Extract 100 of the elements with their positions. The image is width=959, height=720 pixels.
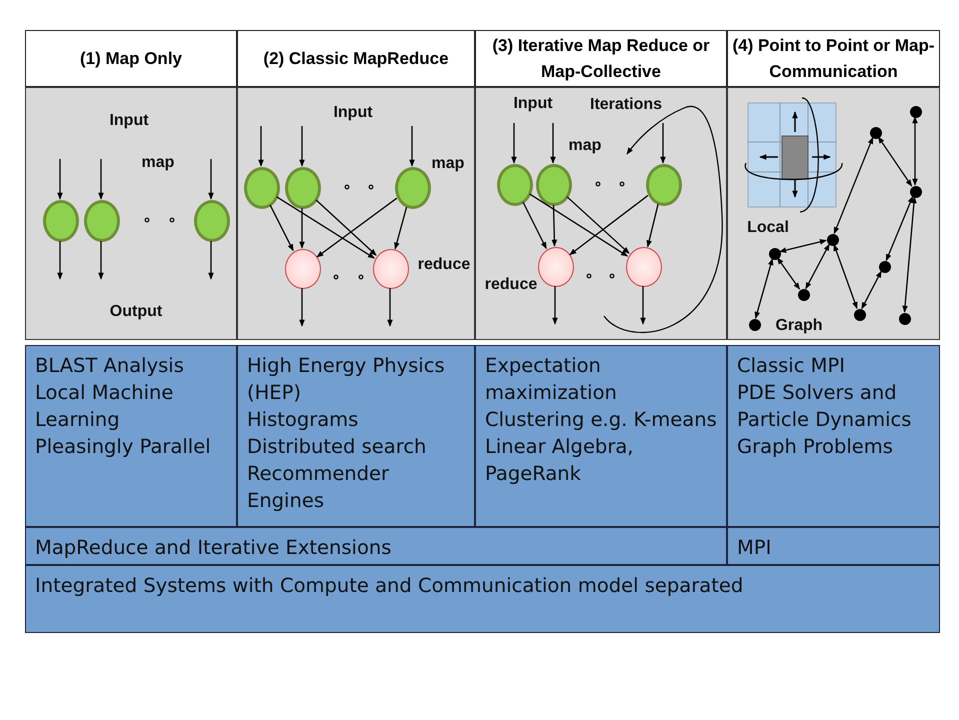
arrow [522,202,547,250]
reduce-node [626,247,662,287]
table-cell [727,527,940,565]
graph-node [879,261,891,273]
arrow [776,257,800,290]
diagram-label: Local [747,219,789,237]
header-text: (3) Iterative Map Reduce or Map-Collective [491,35,711,82]
cell-text: High Energy Physics (HEP) [247,353,446,406]
arrow [316,200,377,256]
arrow [299,208,305,249]
diagram-panel [475,87,727,340]
arrow [833,244,858,310]
header-text: (1) Map Only [80,48,182,70]
arrow [902,196,917,313]
arrow [299,288,305,327]
arrow [511,123,517,164]
table-cell [25,527,727,565]
map-node [43,200,79,242]
cell-text: Recommender Engines [247,461,390,514]
map-node [395,167,431,209]
arrow [552,204,558,247]
arrow [57,241,63,280]
arrow [805,244,830,290]
cell-text: Classic MPI [737,353,846,379]
diagram-label: Output [110,303,162,321]
diagram-panel [25,87,237,340]
header-text: (2) Classic MapReduce [263,48,449,70]
graph-node [854,309,866,321]
graph-node [798,289,810,301]
cell-text: Distributed search [247,434,428,460]
table-cell [25,345,237,527]
diagram-label: map [568,137,602,155]
cell-text: Histograms [247,407,360,433]
diagram-label: map [142,154,174,172]
graph-node [769,248,781,260]
diagram-panel [237,87,475,340]
arrow [834,136,874,234]
graph-node [899,313,911,325]
arrow [394,206,408,250]
arrow [208,241,214,280]
table-cell [727,345,940,527]
arrow [566,196,630,254]
table-cell [25,565,940,633]
graph-node [870,127,882,139]
map-node [84,200,120,242]
cell-text: Integrated Systems with Compute and Communication model separated [35,573,744,599]
diagram-label: Iterations [590,96,662,114]
map-node [497,164,533,206]
arrow [550,123,556,164]
map-node [194,200,230,242]
map-node [536,164,572,206]
cell-text: Expectation maximization [485,353,618,406]
cell-text: Clustering e.g. K-means [485,407,717,433]
arrow [552,286,558,325]
reduce-node [373,249,409,289]
graph-node [827,234,839,246]
column-header [25,30,237,87]
arrow [646,204,659,248]
reduce-node [285,249,321,289]
cell-text: PDE Solvers and Particle Dynamics [737,380,912,433]
cell-text: Graph Problems [737,434,894,460]
arrow [912,116,918,186]
table-cell [237,345,475,527]
arrow [387,288,393,327]
arrow [878,136,912,187]
cell-text: Local Machine Learning [35,380,174,433]
diagram-label: Input [513,95,553,113]
table-cell [475,345,727,527]
arrow [409,126,415,167]
diagram-label: reduce [484,276,538,294]
arrow [779,239,827,253]
cell-text: MPI [737,535,772,561]
cell-text: BLAST Analysis [35,353,185,379]
arrow [258,126,264,167]
reduce-node [538,247,574,287]
arrow [754,258,774,319]
arrow [57,159,63,200]
header-text: (4) Point to Point or Map-Communication [731,35,936,82]
arrow [98,241,104,280]
graph-node [910,106,922,118]
cell-text: Linear Algebra, PageRank [485,434,634,487]
arrow [208,159,214,200]
cell-text: Pleasingly Parallel [35,434,212,460]
diagram-label: Input [333,104,373,122]
arrow [861,270,882,310]
arrow [569,194,648,256]
column-header [237,30,475,87]
column-header [475,30,727,87]
arrow [529,194,628,257]
map-node [244,167,280,209]
arrow [640,286,646,325]
diagram-label: Input [109,112,149,130]
arrow [299,126,305,167]
arrow [270,204,294,252]
arrow [886,196,914,262]
map-node [285,167,321,209]
cell-text: MapReduce and Iterative Extensions [35,535,392,561]
diagram-label: map [432,155,464,173]
diagram-label: Graph [775,317,823,335]
graph-node [910,186,922,198]
